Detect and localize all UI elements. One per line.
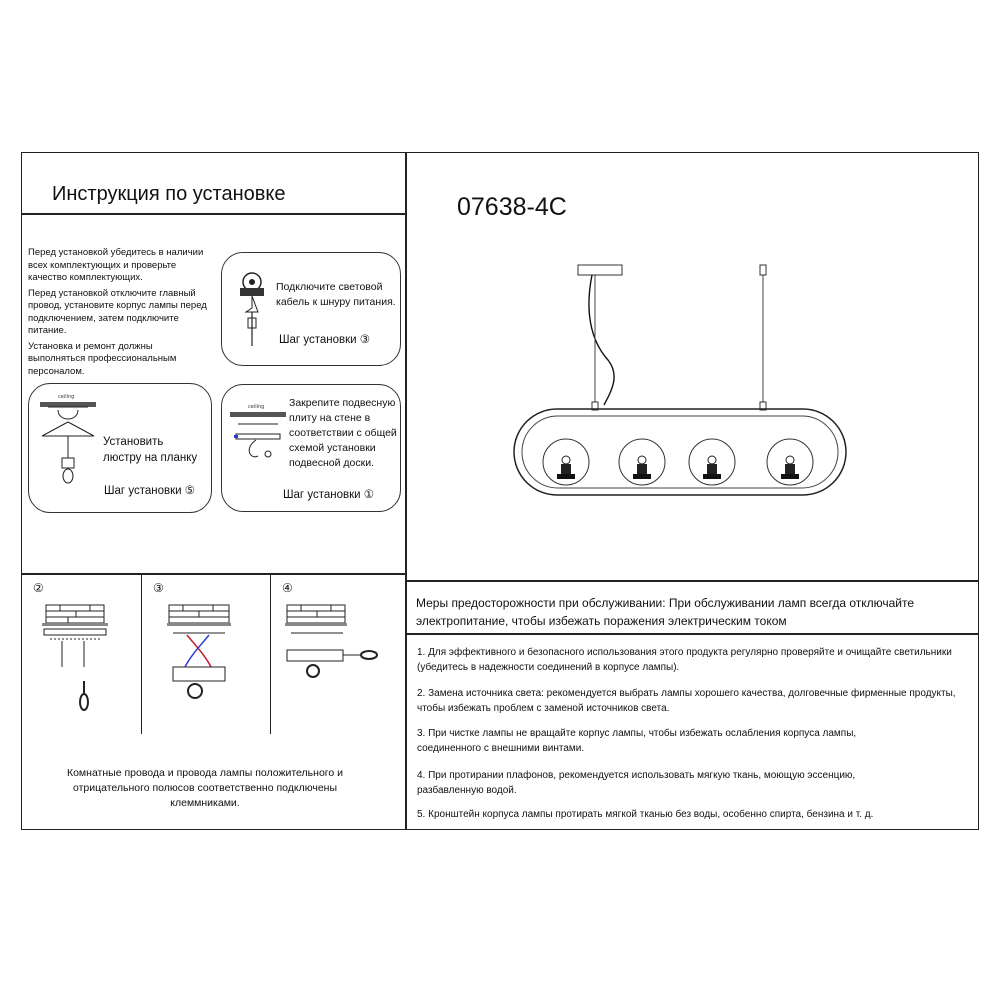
caution-line-2: электропитание, чтобы избежать поражения… xyxy=(416,614,787,628)
caution-line-1: Меры предосторожности при обслуживании: … xyxy=(416,596,915,610)
step3-text: Подключите световой кабель к шнуру питан… xyxy=(276,281,396,308)
step1-text: Закрепите подвесную плиту на стене в соо… xyxy=(289,397,397,469)
prep-note-3: Установка и ремонт должны выполняться пр… xyxy=(28,340,177,377)
chandelier-mount-illustration: ceiling xyxy=(40,394,96,484)
mounting-plate-illustration: ceiling xyxy=(230,404,286,458)
rule-3-line-1: 3. При чистке лампы не вращайте корпус л… xyxy=(417,728,857,739)
bottom-step-2-number: ② xyxy=(33,581,44,595)
maintenance-rules: 1. Для эффективного и безопасного исполь… xyxy=(417,645,977,825)
connector-illustration xyxy=(240,272,264,346)
rule-5-line-1: 5. Кронштейн корпуса лампы протирать мяг… xyxy=(417,809,874,820)
step1-ceiling-label: ceiling xyxy=(248,404,264,410)
step3-label: Шаг установки ③ xyxy=(279,334,371,346)
step-column-divider-2 xyxy=(270,574,271,734)
step3-wiring-illustration xyxy=(167,604,231,699)
right-middle-divider xyxy=(405,580,979,582)
rule-2-line-2: чтобы избежать проблем с заменой источни… xyxy=(417,703,670,714)
step4-mounting-illustration xyxy=(285,604,378,678)
step5-text: Установить люстру на планку xyxy=(103,436,198,464)
step-column-divider-1 xyxy=(141,574,142,734)
bottom-step-3-number: ③ xyxy=(153,581,164,595)
step1-label: Шаг установки ① xyxy=(283,489,375,501)
wiring-note: Комнатные провода и провода лампы положи… xyxy=(66,767,344,809)
rule-1-line-2: (убедитесь в надежности соединений в кор… xyxy=(417,662,680,673)
rule-4-line-1: 4. При протирании плафонов, рекомендуетс… xyxy=(417,770,856,781)
step5-label: Шаг установки ⑤ xyxy=(104,485,196,497)
step5-ceiling-label: ceiling xyxy=(58,394,74,400)
prep-note-2: Перед установкой отключите главный прово… xyxy=(28,287,207,337)
left-bottom-divider xyxy=(21,573,406,575)
bottom-step-4-number: ④ xyxy=(282,581,293,595)
rule-1-line-1: 1. Для эффективного и безопасного исполь… xyxy=(417,647,952,658)
model-number: 07638-4C xyxy=(457,193,567,221)
step1-panel xyxy=(221,384,401,512)
lamp-globes xyxy=(542,438,814,486)
prep-note-1: Перед установкой убедитесь в наличии все… xyxy=(28,247,204,283)
step5-panel xyxy=(28,383,212,513)
chandelier-diagram xyxy=(513,264,847,496)
page-title: Инструкция по установке xyxy=(52,183,286,205)
caution-underline xyxy=(405,633,979,635)
instruction-sheet xyxy=(21,152,979,830)
vertical-divider xyxy=(405,152,407,830)
step2-ceiling-plate-illustration xyxy=(42,604,108,711)
rule-4-line-2: разбавленную водой. xyxy=(417,785,517,796)
rule-2-line-1: 2. Замена источника света: рекомендуется… xyxy=(417,688,956,699)
title-underline xyxy=(21,213,406,215)
preparation-notes: Перед установкой убедитесь в наличии все… xyxy=(28,247,210,378)
caution-notice: Меры предосторожности при обслуживании: … xyxy=(416,594,976,630)
rule-3-line-2: соединенного с внешними винтами. xyxy=(417,743,585,754)
